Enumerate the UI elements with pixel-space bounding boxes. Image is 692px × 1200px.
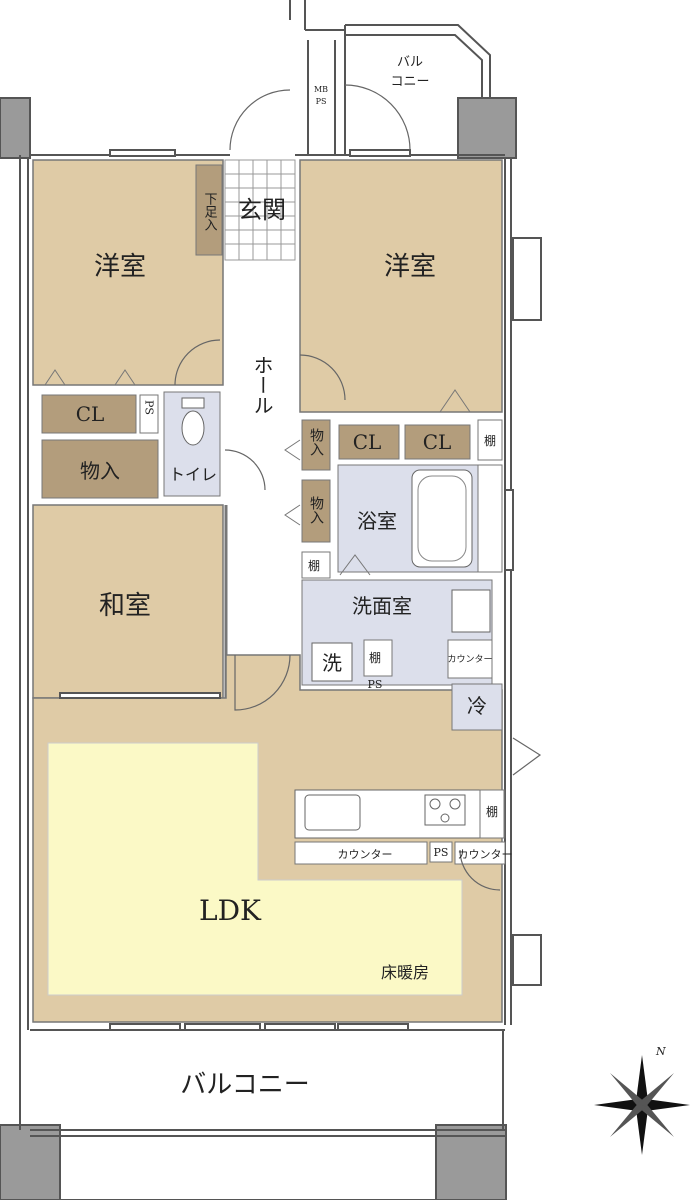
toilet-label: トイレ [169, 465, 217, 484]
western-room-1-label: 洋室 [94, 252, 146, 282]
washer-label: 洗 [322, 651, 342, 675]
ps-left-box [139, 394, 159, 434]
balcony-top-label: バルコニー [390, 55, 429, 90]
cl-right-1 [338, 424, 400, 460]
bottom-right-pillar [435, 1124, 507, 1200]
ps-kitchen-label: PS [434, 846, 449, 859]
counter-wash-label: カウンター [447, 654, 492, 665]
north-label: N [655, 1045, 666, 1058]
entrance-tiles [224, 159, 296, 261]
washer-box [311, 642, 353, 682]
japanese-room-label: 和室 [99, 591, 151, 621]
windows [59, 149, 411, 1031]
western-room-2-label: 洋室 [384, 252, 436, 282]
fridge-label: 冷 [467, 694, 487, 718]
storage-mid-1-label: 物入 [308, 428, 324, 456]
cl-right-2 [404, 424, 471, 460]
storage-mid-2-label: 物入 [308, 496, 324, 524]
floor-heating [47, 742, 463, 996]
toilet-fixture [181, 397, 205, 446]
storage-mid-1 [301, 419, 331, 471]
storage-mid-2 [301, 479, 331, 543]
shelf-wash-label: 棚 [369, 650, 381, 665]
western-room-2 [299, 159, 503, 413]
ps-wash-label: PS [368, 678, 383, 691]
kitchen-sink [304, 794, 361, 831]
ps-kitchen-box [429, 841, 453, 863]
counter-kitchen-box [294, 841, 428, 865]
hall-label: ホール [250, 355, 274, 415]
ldk-label: LDK [199, 894, 262, 927]
ps-left-label: PS [143, 400, 156, 415]
shelf-right-label: 棚 [484, 433, 496, 448]
compass [594, 1055, 690, 1155]
shelf-wash-box [363, 639, 393, 677]
sink [451, 589, 491, 633]
bath-label: 浴室 [357, 509, 397, 533]
shelf-kitchen-box [479, 789, 505, 839]
counter-kitchen-2-label: カウンター [458, 848, 513, 861]
cl-left [41, 394, 137, 434]
shelf-small-label: 棚 [308, 558, 320, 573]
bottom-left-pillar [0, 1124, 61, 1200]
storage-left-label: 物入 [80, 459, 120, 483]
cl-right-2-label: CL [423, 430, 452, 454]
left-pillar [0, 97, 31, 159]
storage-arrows [44, 369, 471, 576]
floor-heating-label: 床暖房 [381, 963, 429, 982]
shelf-right-box [477, 419, 503, 461]
fridge [451, 683, 503, 731]
stove [424, 794, 466, 826]
shelf-small-box [301, 551, 331, 579]
shelf-kitchen-label: 棚 [486, 804, 498, 819]
bathtub [411, 469, 473, 568]
storage-left [41, 439, 159, 499]
cl-right-1-label: CL [353, 430, 382, 454]
cl-left-label: CL [76, 402, 105, 426]
walls [0, 0, 542, 1200]
counter-kitchen-label: カウンター [338, 848, 393, 861]
counter-kitchen-2-box [454, 841, 506, 865]
washroom-label: 洗面室 [352, 594, 412, 618]
shoe-box-label: 下足入 [202, 192, 218, 231]
right-pillar [457, 97, 517, 159]
western-room-1 [32, 159, 224, 386]
entrance-label: 玄関 [238, 196, 286, 224]
shoe-box [195, 164, 223, 256]
balcony-main-label: バルコニー [180, 1070, 309, 1100]
door-swings [174, 84, 542, 891]
counter-wash-box [447, 639, 493, 679]
